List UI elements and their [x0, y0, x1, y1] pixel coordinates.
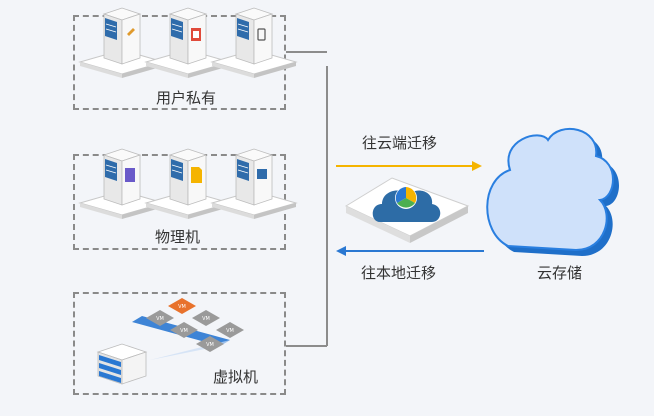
physical-group-label: 物理机 — [155, 228, 201, 246]
disk-icon — [125, 168, 135, 182]
vm-tile: VM — [146, 310, 174, 326]
to-cloud-label: 往云端迁移 — [362, 134, 438, 152]
private-server-1 — [79, 7, 165, 79]
vm-tile: VM — [196, 336, 224, 352]
physical-server-1 — [79, 148, 165, 220]
virtual-group-label: 虚拟机 — [213, 368, 259, 386]
vm-tile: VM — [192, 310, 220, 326]
blade-server-stack — [96, 343, 148, 385]
to-cloud-arrow — [336, 161, 482, 171]
folder-icon — [191, 167, 202, 183]
monitor-icon — [257, 169, 267, 179]
private-server-3 — [211, 7, 297, 79]
vm-tile-grid — [132, 316, 230, 360]
vm-tile: VM — [170, 322, 198, 338]
tool-icon — [127, 28, 135, 36]
connector-lines — [286, 51, 328, 347]
svg-text:VM: VM — [180, 328, 188, 334]
lock-icon — [257, 28, 266, 41]
svg-text:VM: VM — [226, 328, 234, 334]
vm-tile: VM — [216, 322, 244, 338]
to-local-arrow — [336, 246, 484, 256]
to-local-label: 往本地迁移 — [361, 264, 437, 282]
private-group-label: 用户私有 — [156, 89, 217, 107]
migration-appliance — [344, 177, 470, 243]
svg-text:VM: VM — [202, 316, 210, 322]
cloud-storage-label: 云存储 — [537, 264, 583, 282]
physical-server-3 — [211, 148, 297, 220]
cloud-storage-icon — [486, 127, 619, 256]
svg-text:VM: VM — [178, 304, 186, 310]
svg-text:VM: VM — [156, 316, 164, 322]
physical-server-2 — [145, 148, 231, 220]
svg-text:VM: VM — [206, 342, 214, 348]
private-server-2 — [145, 7, 231, 79]
vm-tile-orange: VM — [168, 298, 196, 314]
virtual-group-box — [73, 292, 286, 395]
